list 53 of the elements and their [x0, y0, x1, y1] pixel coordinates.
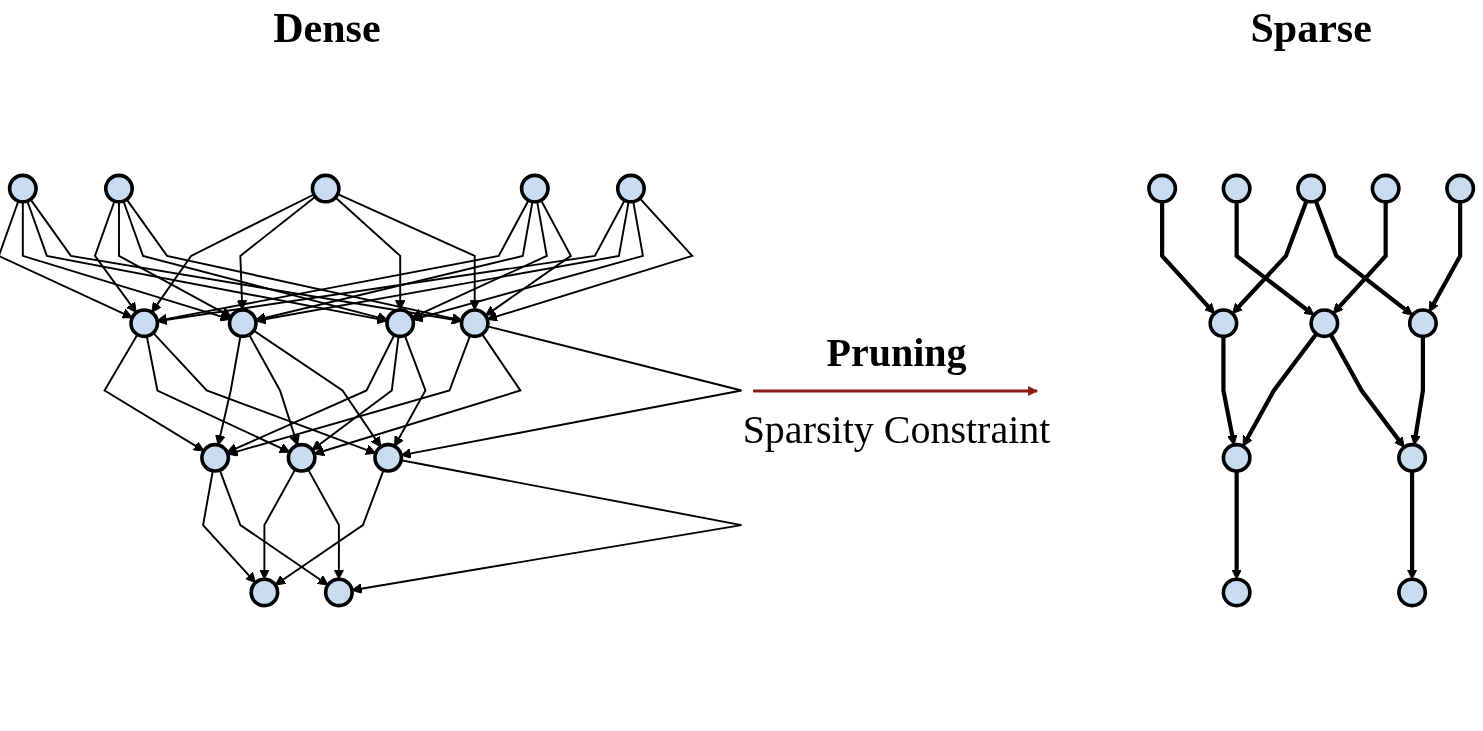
arrow	[1313, 200, 1413, 316]
arrow	[259, 468, 297, 580]
arrow	[1160, 201, 1215, 314]
arrow	[248, 333, 300, 446]
neuron-circle	[310, 173, 341, 204]
arrow	[1221, 336, 1238, 446]
network-title: Dense	[273, 4, 381, 52]
arrow	[152, 331, 377, 455]
arrow	[485, 199, 573, 317]
arrow	[218, 469, 329, 586]
arrow	[252, 329, 382, 448]
arrow	[1332, 201, 1388, 314]
neuron-circle	[227, 308, 258, 339]
arrow	[236, 195, 317, 311]
neuron-circle	[1208, 308, 1239, 339]
neuron-circle	[459, 308, 490, 339]
neuron-circle	[1397, 577, 1428, 608]
arrow-label: Sparsity Constraint	[742, 405, 1051, 453]
neuron-circle	[1370, 173, 1401, 204]
arrow	[313, 333, 522, 457]
arrow	[93, 200, 137, 313]
neuron-circle	[323, 577, 354, 608]
arrow	[1428, 201, 1463, 313]
neuron-circle	[129, 308, 160, 339]
network-title: Sparse	[1250, 4, 1372, 52]
arrow	[274, 469, 385, 586]
neuron-circle	[373, 442, 404, 473]
arrow	[1242, 332, 1319, 447]
arrow-label: Pruning	[826, 328, 967, 376]
arrow	[1231, 471, 1242, 580]
neuron-circle	[1221, 442, 1252, 473]
neuron-circle	[615, 173, 646, 204]
neuron-circle	[519, 173, 550, 204]
neuron-circle	[249, 577, 280, 608]
arrow	[0, 200, 133, 319]
arrow	[151, 193, 315, 313]
neuron-circle	[1445, 173, 1476, 204]
arrow	[307, 468, 345, 580]
neuron-circle	[7, 173, 38, 204]
arrow	[226, 334, 396, 454]
neuron-circle	[286, 442, 317, 473]
neuron-circle	[200, 442, 231, 473]
neuron-circle	[1221, 173, 1252, 204]
neuron-circle	[1309, 308, 1340, 339]
neuron-circle	[1147, 173, 1178, 204]
neuron-circle	[1397, 442, 1428, 473]
neuron-circle	[385, 308, 416, 339]
neuron-circle	[1407, 308, 1438, 339]
arrow	[1406, 471, 1418, 580]
neuron-circle	[103, 173, 134, 204]
arrow	[1328, 333, 1405, 448]
neuron-circle	[1221, 577, 1252, 608]
neuron-circle	[1296, 173, 1327, 204]
